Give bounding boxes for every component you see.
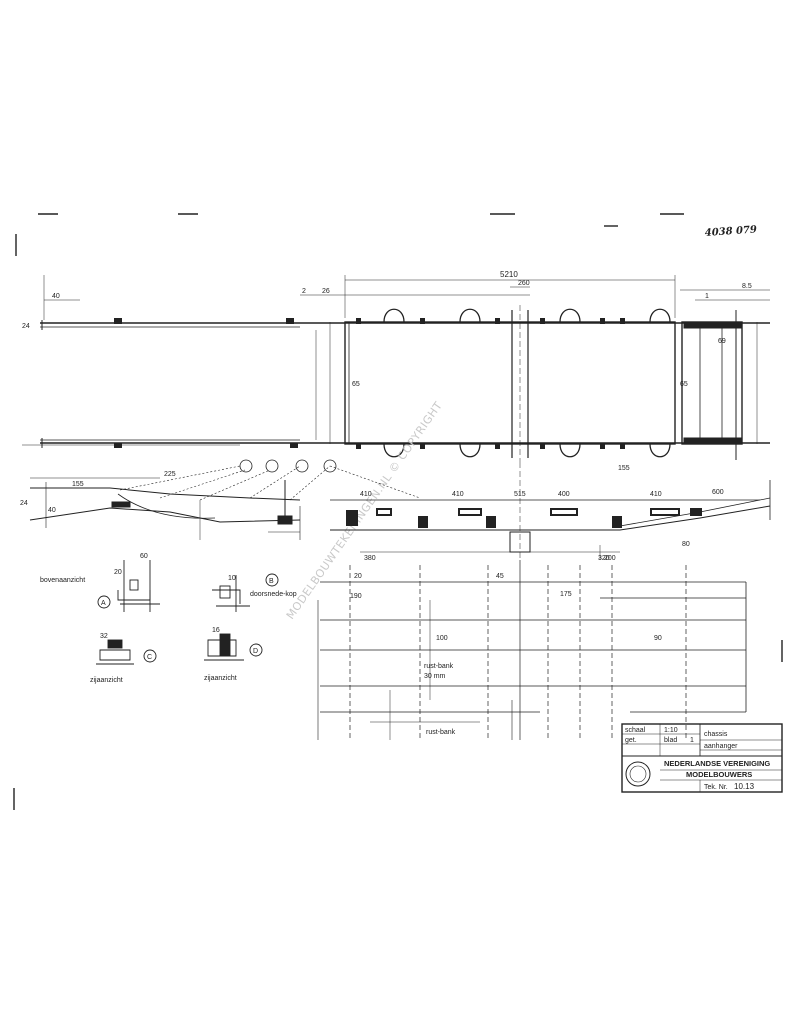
svg-text:1:10: 1:10 (664, 727, 678, 734)
svg-text:69: 69 (718, 338, 726, 345)
svg-text:rust-bank: rust-bank (426, 729, 456, 736)
svg-text:C: C (147, 654, 152, 661)
svg-text:2: 2 (302, 288, 306, 295)
frame-section-view (317, 560, 747, 740)
svg-text:190: 190 (350, 593, 362, 600)
svg-text:175: 175 (560, 591, 572, 598)
chassis-side-view (29, 459, 771, 560)
org-name-line1: NEDERLANDSE VERENIGING (664, 759, 770, 768)
svg-text:155: 155 (618, 465, 630, 472)
svg-text:16: 16 (212, 627, 220, 634)
svg-text:schaal: schaal (625, 727, 646, 734)
title-block-text: schaal 1:10 get. blad 1 chassis aanhange… (625, 727, 770, 791)
svg-text:200: 200 (604, 555, 616, 562)
svg-text:30 mm: 30 mm (424, 673, 446, 680)
svg-text:B: B (269, 578, 274, 585)
svg-text:65: 65 (352, 381, 360, 388)
svg-text:410: 410 (452, 491, 464, 498)
svg-text:380: 380 (364, 555, 376, 562)
svg-text:320: 320 (598, 555, 610, 562)
svg-text:410: 410 (360, 491, 372, 498)
drawing-ref-number: 4038 079 (704, 224, 757, 239)
plan-dimension-labels: 5210 260 2 26 8.5 1 69 40 24 65 65 (22, 270, 752, 388)
svg-text:20: 20 (354, 573, 362, 580)
svg-text:1: 1 (690, 737, 694, 744)
detail-labels: A B C D bovenaanzicht doorsnede-kop zija… (40, 553, 297, 684)
svg-text:90: 90 (654, 635, 662, 642)
svg-text:32: 32 (100, 633, 108, 640)
svg-text:zijaanzicht: zijaanzicht (90, 677, 123, 684)
drawing-number: 10.13 (734, 782, 755, 791)
svg-text:bovenaanzicht: bovenaanzicht (40, 577, 85, 584)
svg-text:100: 100 (436, 635, 448, 642)
svg-text:600: 600 (712, 489, 724, 496)
svg-text:10: 10 (228, 575, 236, 582)
svg-text:155: 155 (72, 481, 84, 488)
svg-text:400: 400 (558, 491, 570, 498)
svg-text:aanhanger: aanhanger (704, 743, 738, 750)
svg-text:410: 410 (650, 491, 662, 498)
svg-text:80: 80 (682, 541, 690, 548)
svg-text:40: 40 (52, 293, 60, 300)
svg-text:225: 225 (164, 471, 176, 478)
svg-text:45: 45 (496, 573, 504, 580)
chassis-plan-view (22, 275, 770, 462)
svg-text:doorsnede-kop: doorsnede-kop (250, 591, 297, 598)
svg-text:chassis: chassis (704, 731, 728, 738)
svg-text:Tek. Nr.: Tek. Nr. (704, 784, 728, 791)
svg-text:65: 65 (680, 381, 688, 388)
frame-section-labels: 190 100 175 20 45 90 320 rust-bank 30 mm… (350, 555, 662, 736)
detail-views (96, 560, 279, 665)
svg-text:A: A (101, 600, 106, 607)
svg-text:rust-bank: rust-bank (424, 663, 454, 670)
svg-text:40: 40 (48, 507, 56, 514)
svg-text:get.: get. (625, 737, 637, 744)
org-name-line2: MODELBOUWERS (686, 770, 752, 779)
svg-text:26: 26 (322, 288, 330, 295)
svg-text:5210: 5210 (500, 270, 518, 279)
svg-text:20: 20 (114, 569, 122, 576)
svg-text:zijaanzicht: zijaanzicht (204, 675, 237, 682)
svg-text:24: 24 (20, 500, 28, 507)
svg-text:24: 24 (22, 323, 30, 330)
side-dimension-labels: 155 225 24 410 410 515 400 410 600 155 3… (20, 465, 724, 562)
svg-text:blad: blad (664, 737, 677, 744)
svg-text:D: D (253, 648, 258, 655)
copyright-watermark: MODELBOUWTEKENINGEN.NL © COPYRIGHT (284, 399, 445, 622)
svg-text:515: 515 (514, 491, 526, 498)
svg-text:60: 60 (140, 553, 148, 560)
svg-text:8.5: 8.5 (742, 283, 752, 290)
title-block (621, 723, 783, 793)
sheet-trim-marks (13, 213, 783, 810)
svg-text:1: 1 (705, 293, 709, 300)
svg-text:260: 260 (518, 280, 530, 287)
